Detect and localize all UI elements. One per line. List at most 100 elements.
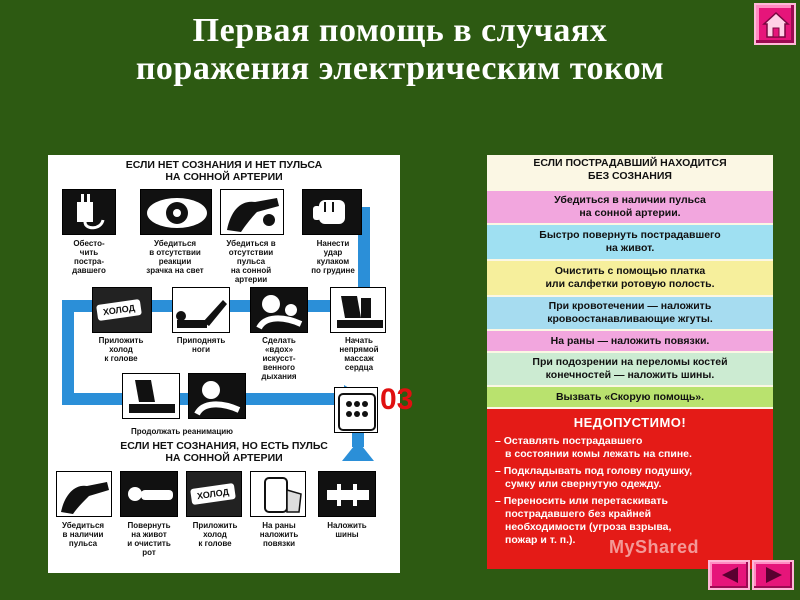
home-icon	[762, 11, 790, 38]
caption-line: Наложить	[327, 521, 367, 530]
chest-compression-icon	[330, 287, 386, 333]
recovery-position-icon	[120, 471, 178, 517]
rescue-breath-icon	[250, 287, 308, 333]
step-line: на живот.	[605, 242, 655, 254]
forbidden-panel: НЕДОПУСТИМО! – Оставлять пострадавшего в…	[487, 409, 773, 569]
caption-line: зрачка на свет	[146, 266, 204, 275]
unplug-icon	[62, 189, 116, 235]
step-line: на сонной артерии.	[579, 207, 681, 219]
header-line: ЕСЛИ НЕТ СОЗНАНИЯ И НЕТ ПУЛЬСА	[125, 159, 323, 171]
header-line: БЕЗ СОЗНАНИЯ	[588, 170, 672, 182]
emergency-number-badge: 03	[380, 383, 414, 416]
unconscious-victim-poster: ЕСЛИ ПОСТРАДАВШИЙ НАХОДИТСЯ БЕЗ СОЗНАНИЯ…	[487, 155, 773, 569]
caption-line: по грудине	[311, 266, 355, 275]
cold-compress-icon: ХОЛОД	[92, 287, 152, 333]
caption-line: Приподнять	[176, 336, 226, 345]
forbidden-item: – Оставлять пострадавшего в состоянии ко…	[495, 435, 767, 461]
caption-line: шины	[335, 530, 359, 539]
next-slide-button[interactable]	[752, 560, 794, 590]
caption-line: кулаком	[316, 257, 350, 266]
caption-line: ноги	[192, 345, 210, 354]
forbidden-item: – Подкладывать под голову подушку, сумку…	[495, 465, 767, 491]
caption-line: в наличии	[62, 530, 104, 539]
title-line-1: Первая помощь в случаях	[192, 12, 608, 49]
forbidden-line: в состоянии комы лежать на спине.	[505, 448, 692, 460]
bandage-roll-icon	[250, 471, 306, 517]
header-line: ЕСЛИ ПОСТРАДАВШИЙ НАХОДИТСЯ	[533, 157, 727, 169]
caption-line: венного	[263, 363, 295, 372]
step-line: Вызвать «Скорую помощь».	[555, 390, 705, 403]
forbidden-line: сумку или свернутую одежду.	[505, 478, 662, 490]
caption-line: пульса	[68, 539, 98, 548]
slide-title: Первая помощь в случаях поражения электр…	[0, 12, 800, 88]
rescue-breath-icon	[188, 373, 246, 419]
forbidden-title: НЕДОПУСТИМО!	[573, 415, 687, 430]
caption-line: непрямой	[339, 345, 379, 354]
caption-line: Повернуть	[127, 521, 171, 530]
caption-line: реакции	[158, 257, 192, 266]
holod-label: ХОЛОД	[190, 483, 236, 505]
caption-line: и очистить	[127, 539, 171, 548]
caption-line: «вдох»	[264, 345, 294, 354]
step-line: Быстро повернуть пострадавшего	[539, 229, 721, 241]
caption-line: удар	[323, 248, 343, 257]
caption-line: на живот	[131, 530, 167, 539]
caption-line: холод	[203, 530, 227, 539]
caption-line: в отсутствии	[149, 248, 201, 257]
step-line: кровоостанавливающие жгуты.	[547, 313, 713, 325]
caption-line: к голове	[198, 539, 232, 548]
caption-line: Начать	[345, 336, 373, 345]
caption-line: Обесто-	[73, 239, 105, 248]
caption-line: пульса	[236, 257, 266, 266]
caption-line: повязки	[262, 539, 296, 548]
forbidden-line: необходимости (угроза взрыва,	[505, 521, 672, 533]
header-line: ЕСЛИ НЕТ СОЗНАНИЯ, НО ЕСТЬ ПУЛЬС	[120, 440, 328, 452]
forbidden-line: – Подкладывать под голову подушку,	[495, 465, 693, 477]
caption-line: искусст-	[262, 354, 296, 363]
poster-header-with-pulse: ЕСЛИ НЕТ СОЗНАНИЯ, НО ЕСТЬ ПУЛЬС НА СОНН…	[48, 440, 400, 464]
forbidden-line: пожар и т. п.).	[505, 534, 576, 546]
previous-slide-button[interactable]	[708, 560, 750, 590]
step-line: конечностей — наложить шины.	[545, 369, 715, 381]
flow-arrow-segment	[62, 300, 74, 405]
caption-line: отсутствии	[228, 248, 274, 257]
check-pulse-icon	[56, 471, 112, 517]
caption-line: Нанести	[316, 239, 350, 248]
caption-line: Приложить	[98, 336, 144, 345]
instruction-step: На раны — наложить повязки.	[487, 331, 773, 351]
step-line: или салфетки ротовую полость.	[545, 278, 715, 290]
instruction-step: Вызвать «Скорую помощь».	[487, 387, 773, 407]
fist-icon	[302, 189, 362, 235]
arrow-left-icon	[722, 567, 738, 583]
raise-legs-icon	[172, 287, 230, 333]
splint-icon	[318, 471, 376, 517]
chest-compression-icon	[122, 373, 180, 419]
step-line: На раны — наложить повязки.	[550, 334, 710, 347]
continue-reanimation-label: Продолжать реанимацию	[130, 427, 233, 436]
caption-line: дыхания	[261, 372, 297, 381]
caption-line: На раны	[262, 521, 296, 530]
header-line: НА СОННОЙ АРТЕРИИ	[165, 171, 283, 183]
poster-header-no-pulse: ЕСЛИ НЕТ СОЗНАНИЯ И НЕТ ПУЛЬСА НА СОННОЙ…	[48, 159, 400, 183]
caption-line: наложить	[259, 530, 299, 539]
caption-line: сердца	[344, 363, 374, 372]
forbidden-line: пострадавшего без крайней	[505, 508, 652, 520]
holod-label: ХОЛОД	[96, 299, 142, 321]
step-line: При кровотечении — наложить	[548, 300, 712, 312]
eye-icon	[140, 189, 212, 235]
caption-line: холод	[109, 345, 133, 354]
home-button[interactable]	[754, 3, 796, 45]
cold-compress-icon: ХОЛОД	[186, 471, 242, 517]
phone-keypad-icon	[334, 387, 378, 433]
